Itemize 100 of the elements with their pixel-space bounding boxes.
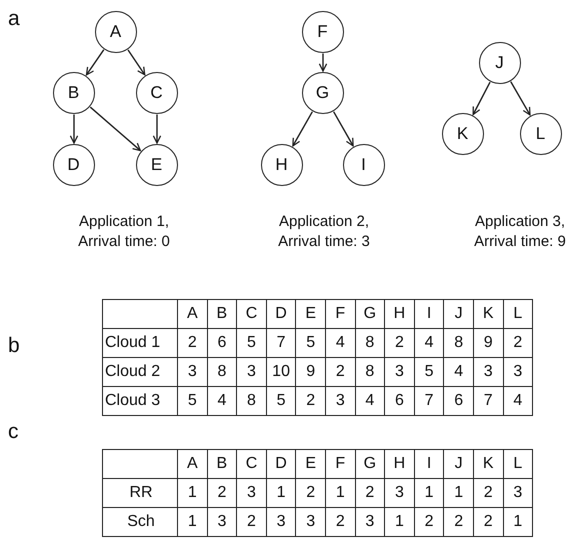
table-header-cell: A — [178, 450, 208, 478]
table-cell: 5 — [414, 358, 444, 386]
table-header-cell: A — [178, 300, 208, 328]
table-cell: 1 — [266, 478, 296, 508]
table-cell: 2 — [473, 508, 504, 536]
table-header-cell: L — [503, 450, 533, 478]
table-header-cell: I — [414, 300, 444, 328]
table-cell: 3 — [207, 508, 237, 536]
arrow — [510, 81, 531, 116]
table-cell: 2 — [503, 328, 533, 358]
table-cell: 3 — [296, 508, 326, 536]
table-cell: 7 — [473, 386, 504, 416]
application-caption: Application 2, Arrival time: 3 — [277, 212, 371, 252]
table-cell: 4 — [325, 328, 356, 358]
table-header-cell: J — [444, 300, 474, 328]
table-cell: 7 — [266, 328, 296, 358]
table-cell: 5 — [266, 386, 296, 416]
table-header-cell: C — [236, 300, 266, 328]
table-cell: 5 — [236, 328, 266, 358]
panel-letter: a — [8, 8, 20, 29]
table-cell: 2 — [444, 508, 474, 536]
table-cell: 2 — [384, 328, 414, 358]
graph-node: H — [260, 144, 302, 186]
table-cell: 2 — [414, 508, 444, 536]
table-cell: 8 — [444, 328, 474, 358]
table-cell: 7 — [414, 386, 444, 416]
table-cell: 4 — [503, 386, 533, 416]
table-header-cell: K — [473, 450, 504, 478]
table-cell: 6 — [207, 328, 237, 358]
table-cell: 3 — [178, 358, 208, 386]
table-cell: 3 — [503, 358, 533, 386]
table-header-cell: C — [236, 450, 266, 478]
graph-node: F — [302, 10, 344, 52]
arrow — [70, 114, 78, 144]
table-cell: 8 — [355, 328, 385, 358]
table-header-cell: J — [444, 450, 474, 478]
table-cell: 1 — [414, 478, 444, 508]
table-header-cell: G — [355, 450, 385, 478]
table-cell: 5 — [296, 328, 326, 358]
table-header-cell: F — [325, 300, 356, 328]
table-cell: 10 — [266, 358, 296, 386]
table-cell: 1 — [384, 508, 414, 536]
graph-node: I — [342, 144, 384, 186]
table-cell: 2 — [325, 358, 356, 386]
table-cell: 4 — [444, 358, 474, 386]
table-cell: 3 — [236, 358, 266, 386]
table-cell: 2 — [473, 478, 504, 508]
row-header-cell: Sch — [102, 508, 178, 536]
panel-letter: c — [8, 421, 18, 442]
table-cell: 1 — [444, 478, 474, 508]
graph-node: L — [520, 112, 562, 154]
application-caption: Application 1, Arrival time: 0 — [77, 212, 171, 252]
panel-letter: b — [8, 335, 20, 356]
arrow — [90, 106, 141, 152]
graph-node: J — [478, 42, 520, 84]
table-header-cell: I — [414, 450, 444, 478]
row-header-cell: Cloud 3 — [102, 386, 178, 416]
table-cell: 2 — [236, 508, 266, 536]
application-caption: Application 3, Arrival time: 9 — [473, 212, 567, 252]
graph-node: E — [136, 144, 178, 186]
arrow — [127, 49, 146, 76]
table-cell: 2 — [296, 386, 326, 416]
arrow — [292, 111, 313, 146]
table-cell: 3 — [325, 386, 356, 416]
table-cell: 2 — [296, 478, 326, 508]
table-header-cell: K — [473, 300, 504, 328]
table-header-cell: E — [296, 450, 326, 478]
table-cell: 2 — [178, 328, 208, 358]
table-header-cell: D — [266, 300, 296, 328]
table-header-cell: H — [384, 300, 414, 328]
table-header-cell: H — [384, 450, 414, 478]
table-cell: 2 — [325, 508, 356, 536]
table-header-cell: B — [207, 450, 237, 478]
table-cell: 9 — [296, 358, 326, 386]
row-header-cell: RR — [102, 478, 178, 508]
table-cell: 3 — [473, 358, 504, 386]
table-cell: 8 — [207, 358, 237, 386]
table-header-cell: F — [325, 450, 356, 478]
table-header-cell: D — [266, 450, 296, 478]
table-cell: 8 — [355, 358, 385, 386]
table-cell: 4 — [355, 386, 385, 416]
table-header-cell: B — [207, 300, 237, 328]
row-header-cell: Cloud 2 — [102, 358, 178, 386]
arrow — [472, 82, 491, 116]
graph-node: G — [302, 72, 344, 114]
table-cell: 3 — [384, 358, 414, 386]
graph-node: D — [52, 144, 94, 186]
table-cell: 4 — [207, 386, 237, 416]
table-cell: 3 — [503, 478, 533, 508]
row-header-cell: Cloud 1 — [102, 328, 178, 358]
arrow — [333, 111, 354, 146]
table-cell: 3 — [355, 508, 385, 536]
graph-node: K — [442, 112, 484, 154]
graph-node: C — [136, 72, 178, 114]
table-cell: 3 — [266, 508, 296, 536]
table-cell: 2 — [207, 478, 237, 508]
table-cell: 3 — [384, 478, 414, 508]
table-cell: 4 — [414, 328, 444, 358]
arrow — [318, 54, 328, 72]
arrow — [152, 114, 162, 144]
